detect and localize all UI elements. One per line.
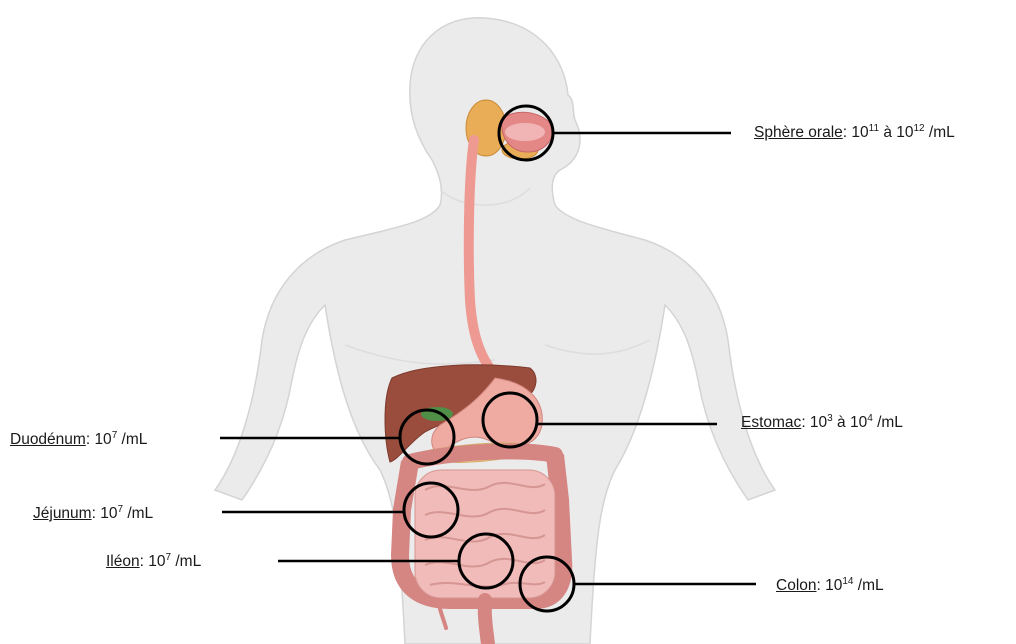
label-duodenum: Duodénum: 107 /mL: [10, 430, 147, 450]
label-jejunum: Jéjunum: 107 /mL: [33, 504, 153, 524]
label-name: Estomac: [741, 414, 801, 431]
label-name: Iléon: [106, 553, 140, 570]
label-name: Colon: [776, 577, 817, 594]
label-estomac: Estomac: 103 à 104 /mL: [741, 413, 903, 433]
label-ileon: Iléon: 107 /mL: [106, 552, 201, 572]
rectum: [485, 600, 488, 644]
label-name: Duodénum: [10, 431, 86, 448]
label-sphere-orale: Sphère orale: 1011 à 1012 /mL: [754, 123, 955, 143]
label-name: Jéjunum: [33, 505, 92, 522]
label-colon: Colon: 1014 /mL: [776, 576, 884, 596]
label-name: Sphère orale: [754, 124, 843, 141]
